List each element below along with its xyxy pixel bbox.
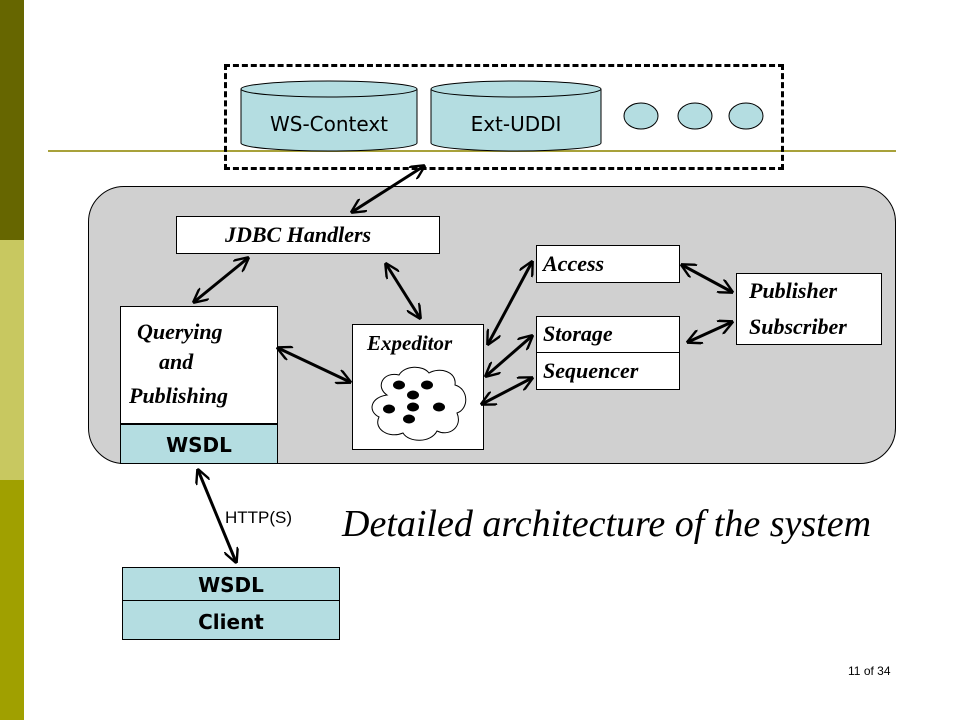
storage-box: Storage xyxy=(536,316,680,353)
publisher-label: Publisher xyxy=(749,278,838,303)
service-wsdl-label: WSDL xyxy=(166,433,232,457)
ext-uddi-cylinder-icon xyxy=(430,80,602,152)
access-box: Access xyxy=(536,245,680,283)
ext-uddi-database: Ext-UDDI xyxy=(430,80,602,152)
storage-region xyxy=(224,64,784,170)
arrow-access-publisher xyxy=(682,265,732,292)
client-wsdl-box: WSDL xyxy=(122,567,340,601)
subscriber-label: Subscriber xyxy=(749,314,847,339)
header-rule xyxy=(48,150,896,152)
ws-context-cylinder-icon xyxy=(240,80,418,152)
publisher-subscriber-box: Publisher Subscriber xyxy=(736,273,882,345)
slide-title: Detailed architecture of the system xyxy=(342,503,872,545)
sidebar-olive-block xyxy=(0,480,24,720)
ws-context-label: WS-Context xyxy=(269,112,389,136)
page-total: of 34 xyxy=(863,664,891,678)
ws-context-database: WS-Context xyxy=(240,80,418,152)
sidebar-light-block xyxy=(0,240,24,480)
sidebar-dark-block xyxy=(0,0,24,240)
arrow-expeditor-sequencer xyxy=(482,378,532,404)
ext-uddi-label: Ext-UDDI xyxy=(470,112,562,136)
arrow-client-service xyxy=(198,470,236,562)
arrow-storage-subscriber xyxy=(688,322,732,342)
worker-cloud-icon xyxy=(371,366,467,441)
querying-label: Querying xyxy=(137,319,223,344)
sequencer-box: Sequencer xyxy=(536,352,680,390)
arrow-jdbc-querying xyxy=(194,258,248,302)
expeditor-box: Expeditor xyxy=(352,324,484,450)
and-label: and xyxy=(159,349,194,374)
page-current: 11 xyxy=(848,664,861,678)
publishing-label: Publishing xyxy=(129,383,229,408)
sequencer-label: Sequencer xyxy=(543,358,639,383)
http-protocol-label: HTTP(S) xyxy=(225,508,293,527)
arrow-jdbc-storage xyxy=(352,166,424,212)
client-label: Client xyxy=(198,610,264,634)
more-databases-icon xyxy=(623,102,764,130)
jdbc-handlers-label: JDBC Handlers xyxy=(225,222,372,247)
arrow-expeditor-storage xyxy=(486,336,532,376)
arrow-querying-expeditor xyxy=(278,348,350,382)
page-number: 11 of 34 xyxy=(848,664,891,678)
storage-label: Storage xyxy=(543,321,613,346)
querying-publishing-box: Querying and Publishing xyxy=(120,306,278,424)
service-wsdl-box: WSDL xyxy=(120,424,278,464)
client-box: Client xyxy=(122,600,340,640)
access-label: Access xyxy=(543,251,605,276)
arrow-jdbc-expeditor xyxy=(386,264,420,318)
client-wsdl-label: WSDL xyxy=(198,573,264,597)
arrow-expeditor-access xyxy=(488,262,532,344)
expeditor-label: Expeditor xyxy=(367,331,453,355)
jdbc-handlers-box: JDBC Handlers xyxy=(176,216,440,254)
